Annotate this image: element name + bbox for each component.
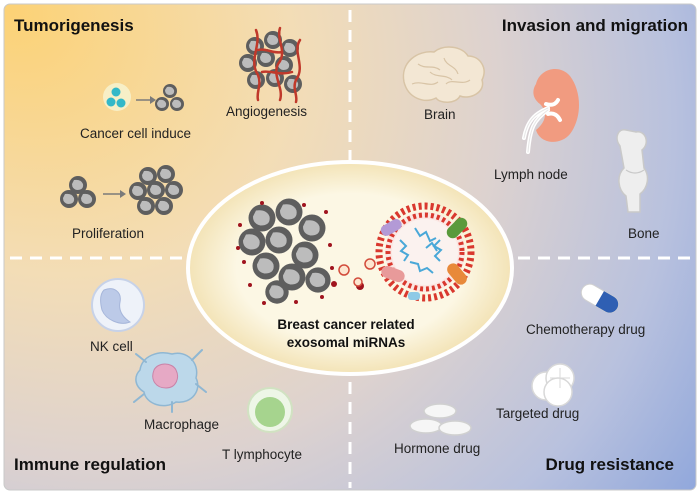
label-macrophage: Macrophage (144, 417, 220, 432)
macrophage-icon (133, 349, 207, 413)
label-chemotherapy-drug: Chemotherapy drug (526, 322, 646, 337)
drug-resistance-title: Drug resistance (545, 455, 675, 474)
label-targeted-drug: Targeted drug (496, 406, 580, 421)
label-angiogenesis: Angiogenesis (226, 104, 308, 119)
proliferation-arrow-icon (103, 190, 126, 198)
label-brain: Brain (424, 107, 456, 122)
label-bone: Bone (628, 226, 660, 241)
normal-cells-icon (103, 83, 131, 111)
center-label-line1: Breast cancer related (277, 317, 415, 332)
bone-icon (616, 129, 649, 213)
t-lymphocyte-icon (247, 387, 293, 433)
label-cancer-cell-induce: Cancer cell induce (80, 126, 192, 141)
invasion-migration-title: Invasion and migration (501, 16, 688, 35)
exosome-icon (375, 202, 475, 302)
center-label: Breast cancer related exosomal miRNAs (230, 316, 462, 352)
nk-cell-icon (91, 278, 145, 332)
lymph-node-icon (522, 69, 579, 154)
label-proliferation: Proliferation (72, 226, 145, 241)
capsule-icon (580, 283, 619, 314)
small-exosome-icons (331, 258, 376, 290)
arrow-icon (136, 96, 156, 104)
center-label-line2: exosomal miRNAs (286, 335, 406, 350)
tumorigenesis-title: Tumorigenesis (14, 16, 134, 35)
angiogenesis-icon (239, 26, 302, 104)
label-t-lymphocyte: T lymphocyte (222, 447, 303, 462)
hormone-drug-icon (409, 403, 472, 436)
label-hormone-drug: Hormone drug (394, 441, 481, 456)
label-lymph-node: Lymph node (494, 167, 568, 182)
label-nk-cell: NK cell (90, 339, 133, 354)
brain-icon (402, 46, 485, 103)
targeted-drug-icon (531, 363, 575, 407)
quadrant-dividers (10, 10, 694, 488)
immune-regulation-title: Immune regulation (14, 455, 167, 474)
center-tumor-icon (236, 198, 334, 305)
